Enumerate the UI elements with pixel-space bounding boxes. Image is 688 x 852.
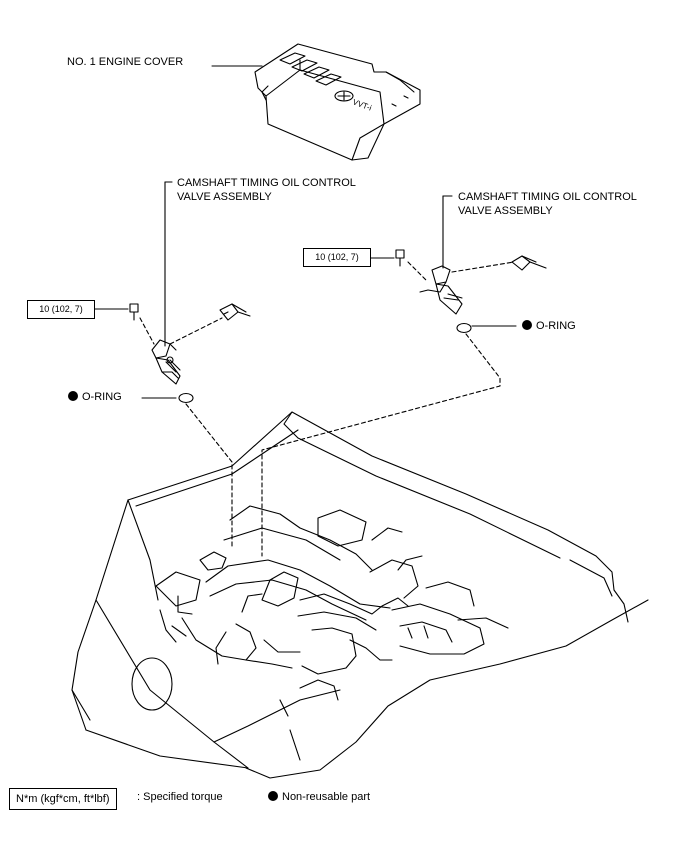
- legend-nonreusable-text: Non-reusable part: [282, 791, 371, 803]
- left-valve-label-line2: VALVE ASSEMBLY: [177, 191, 272, 203]
- right-oring-label: O-RING: [522, 320, 576, 333]
- right-valve-label-line2: VALVE ASSEMBLY: [458, 205, 553, 217]
- right-valve-drawing: [419, 265, 463, 315]
- cover-badge-text: VVT-i: [351, 97, 373, 112]
- left-connector-drawing: [219, 303, 251, 321]
- left-oring-drawing: [178, 392, 194, 404]
- left-valve-label-line1: CAMSHAFT TIMING OIL CONTROL: [177, 177, 356, 189]
- right-torque-box: 10 (102, 7): [303, 248, 371, 267]
- left-oring-text: O-RING: [82, 391, 122, 403]
- engine-cover-label: NO. 1 ENGINE COVER: [67, 56, 184, 68]
- right-oring-text: O-RING: [536, 320, 576, 332]
- left-valve-drawing: [151, 339, 181, 385]
- vehicle-body-drawing: [71, 411, 649, 779]
- right-connector-drawing: [511, 255, 547, 271]
- non-reusable-marker-icon: [68, 391, 78, 401]
- legend-torque-unit: N*m (kgf*cm, ft*lbf): [9, 788, 117, 810]
- legend-torque-desc: : Specified torque: [137, 791, 223, 803]
- left-oring-label: O-RING: [68, 391, 122, 404]
- non-reusable-marker-icon: [522, 320, 532, 330]
- left-torque-box: 10 (102, 7): [27, 300, 95, 319]
- right-oring-drawing: [456, 322, 472, 334]
- legend-nonreusable: Non-reusable part: [268, 791, 370, 804]
- right-valve-label-line1: CAMSHAFT TIMING OIL CONTROL: [458, 191, 637, 203]
- left-bolt-drawing: [129, 303, 139, 321]
- right-bolt-drawing: [395, 249, 405, 267]
- non-reusable-marker-icon: [268, 791, 278, 801]
- engine-cover-drawing: [254, 43, 421, 161]
